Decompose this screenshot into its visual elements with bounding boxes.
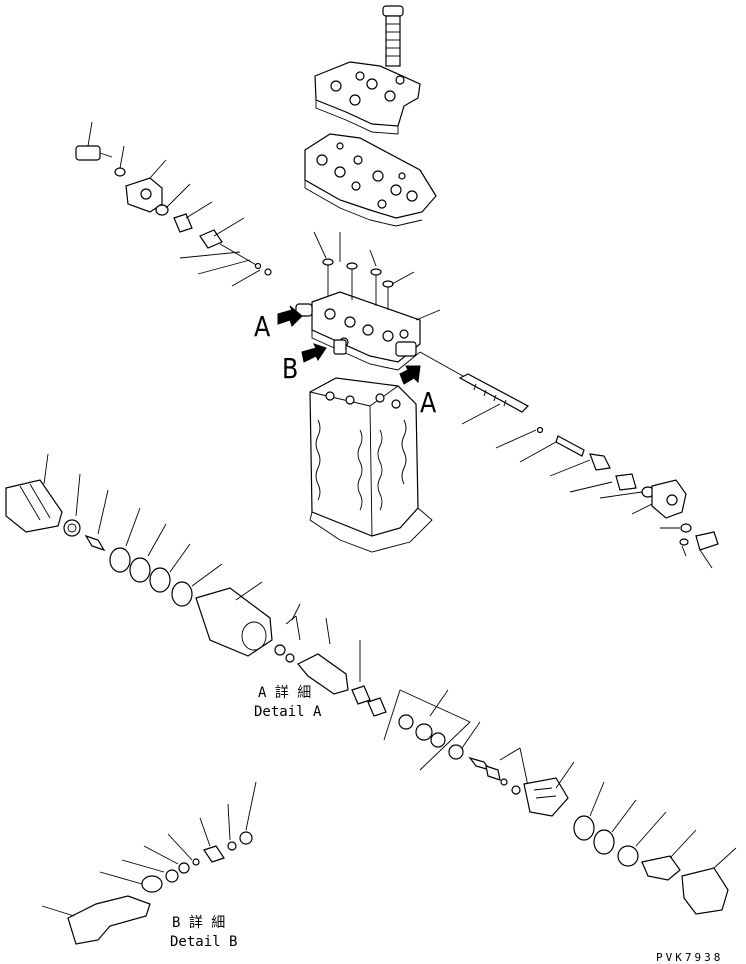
valve-section-main <box>277 231 441 385</box>
cap-bolt-group-left <box>75 121 272 287</box>
spool-right <box>419 351 719 569</box>
top-bolt <box>382 5 404 67</box>
view-label-b: B <box>282 352 299 385</box>
detail-a-parts <box>5 453 737 915</box>
detail-b-title-jp: B 詳 細 <box>172 915 226 931</box>
view-label-a-left: A <box>254 310 271 343</box>
detail-b-parts <box>41 781 257 945</box>
valve-section-upper <box>304 133 437 227</box>
detail-a-title-en: Detail A <box>254 704 322 720</box>
view-label-a-right: A <box>420 386 437 419</box>
top-cover-plate <box>314 61 421 135</box>
drawing-code: PVK7938 <box>656 951 724 964</box>
detail-a-title-jp: A 詳 細 <box>258 685 312 701</box>
valve-base-block <box>309 377 433 553</box>
detail-b-title-en: Detail B <box>170 934 238 950</box>
